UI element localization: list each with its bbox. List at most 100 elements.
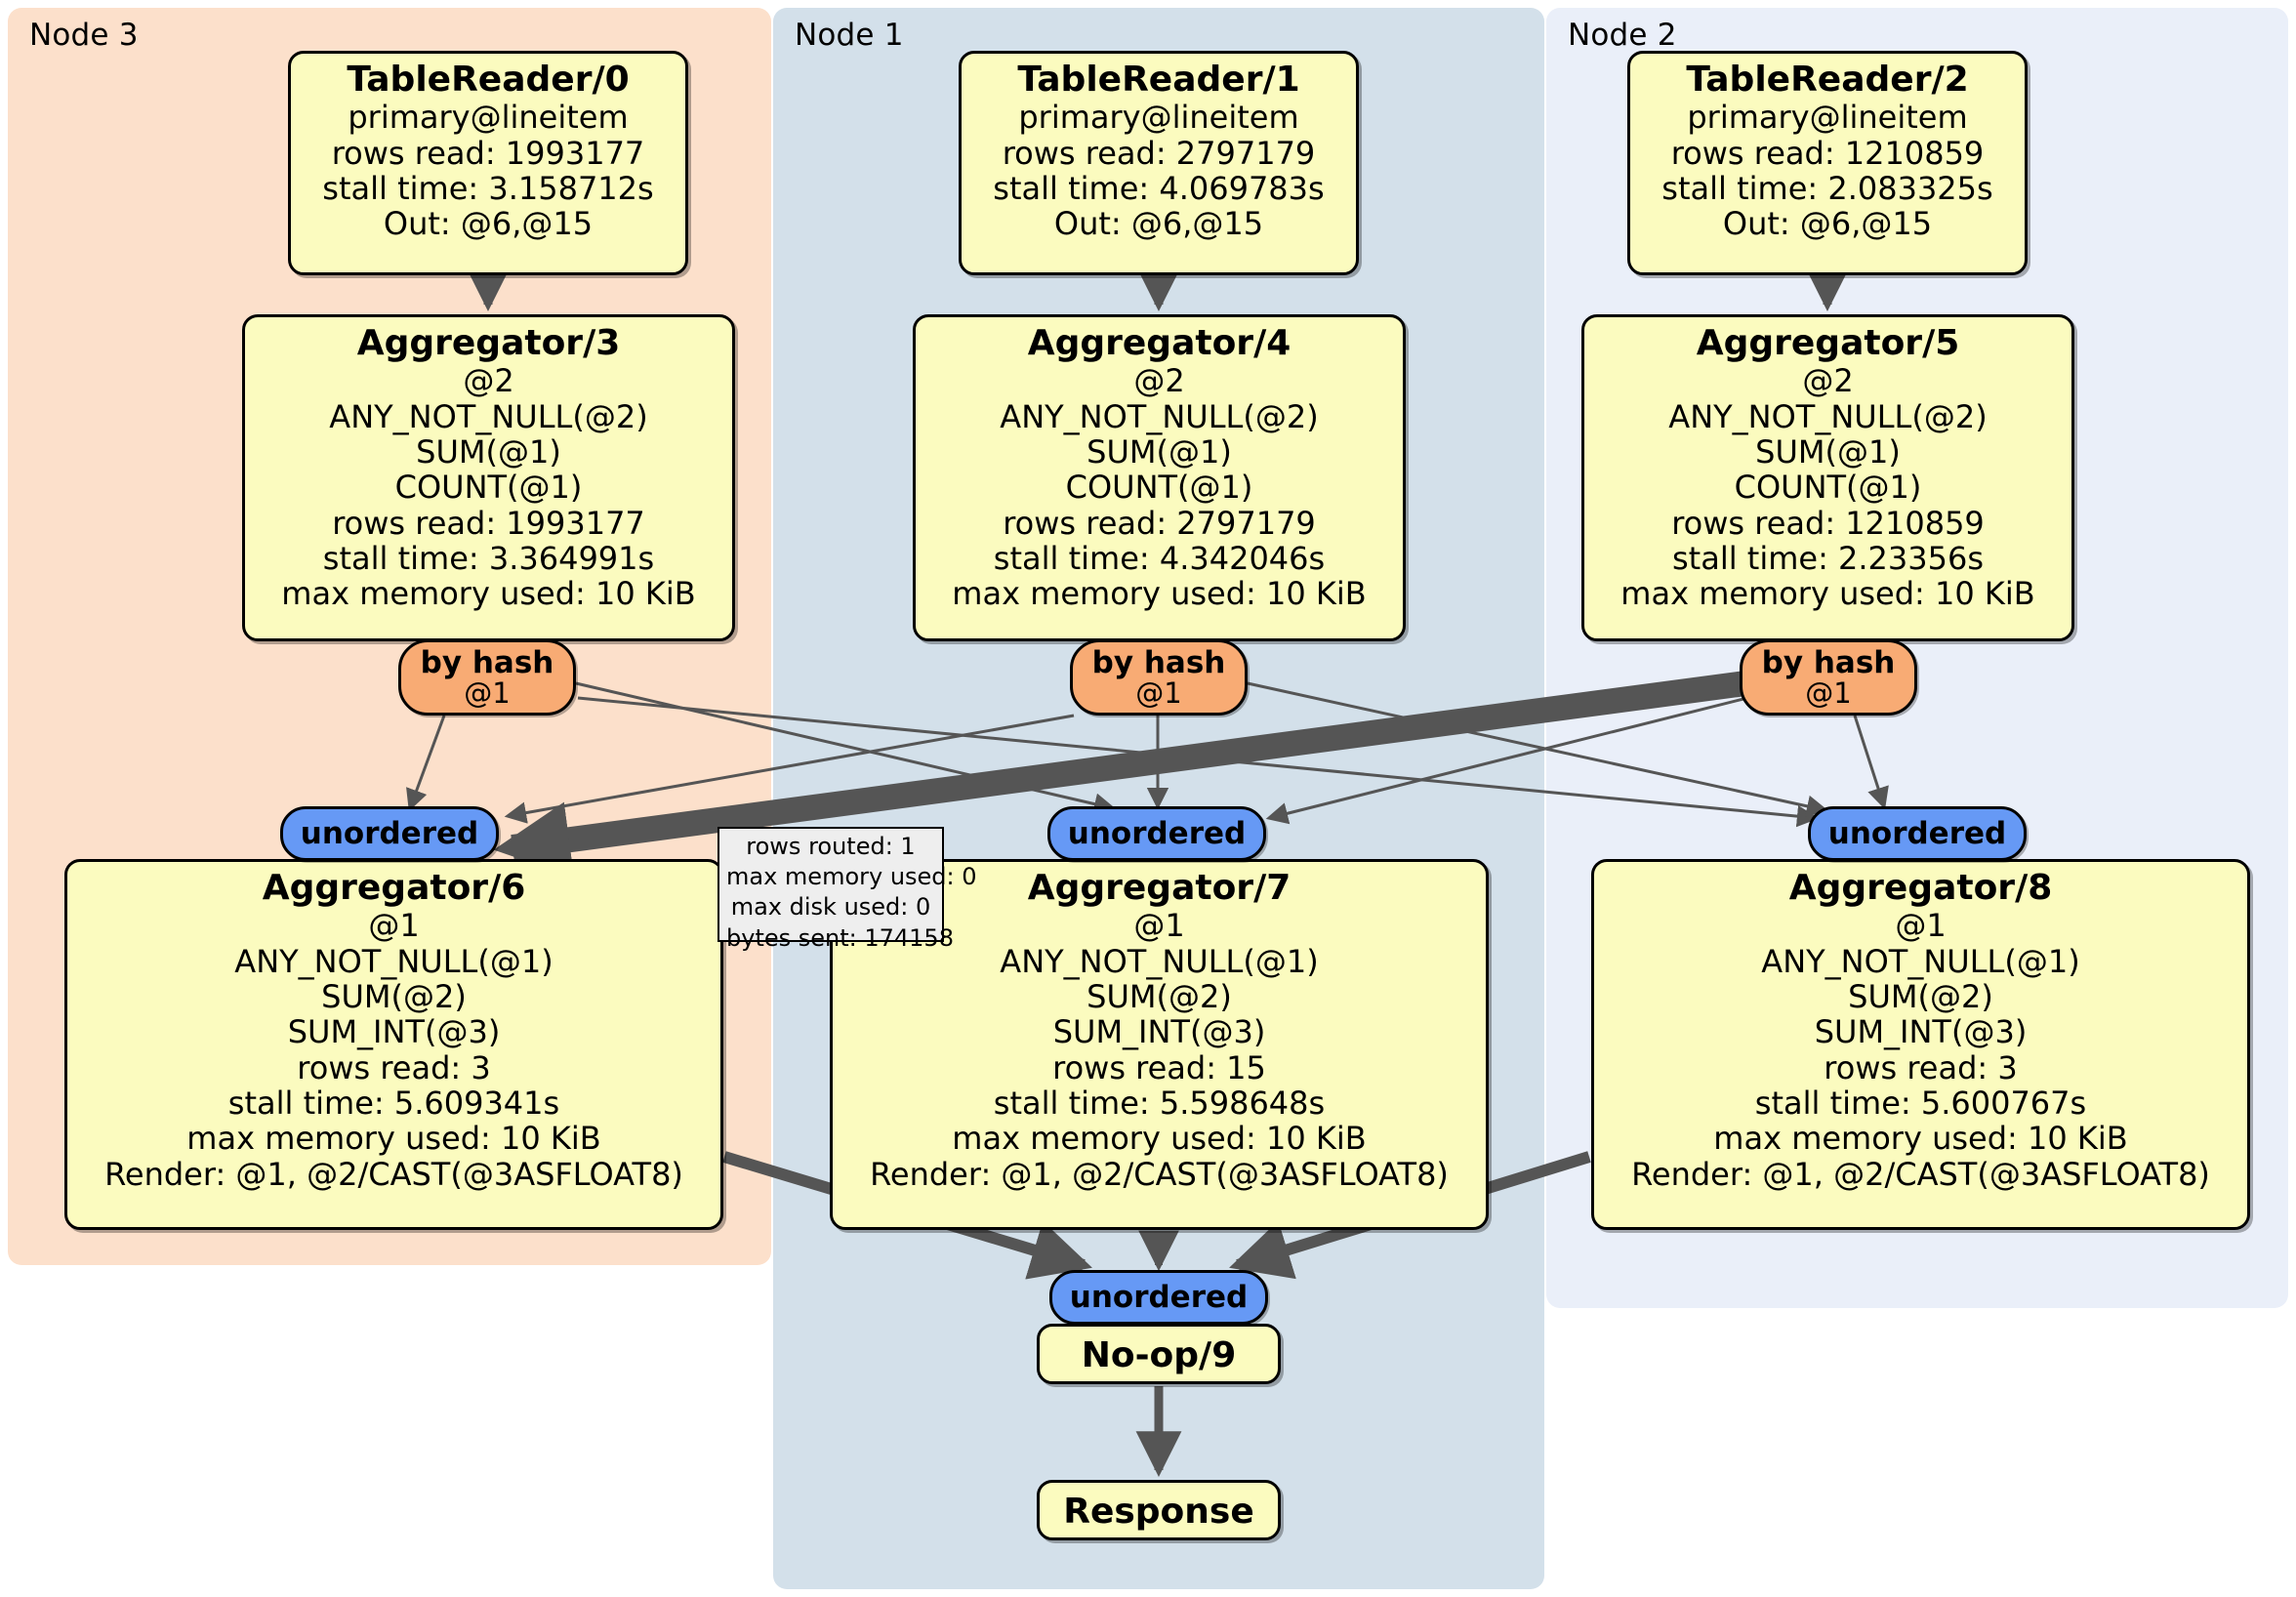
plan-node-line: max memory used: 10 KiB bbox=[1713, 1120, 2128, 1158]
plan-node-line: max memory used: 10 KiB bbox=[952, 1120, 1367, 1158]
pill-sublabel: @1 bbox=[1135, 676, 1182, 711]
plan-node-line: Out: @6,@15 bbox=[1722, 205, 1933, 243]
plan-node-line: ANY_NOT_NULL(@1) bbox=[234, 942, 554, 980]
plan-node-line: max memory used: 10 KiB bbox=[186, 1120, 601, 1158]
plan-node-line: stall time: 2.23356s bbox=[1671, 539, 1985, 577]
plan-node-line: SUM(@1) bbox=[1755, 432, 1901, 471]
stats-tooltip-line: max memory used: 0 bbox=[726, 863, 977, 891]
plan-node-line: primary@lineitem bbox=[1687, 99, 1968, 137]
plan-node-line: @2 bbox=[463, 362, 514, 400]
plan-node-line: stall time: 4.069783s bbox=[993, 169, 1325, 207]
plan-node-line: Render: @1, @2/CAST(@3ASFLOAT8) bbox=[870, 1155, 1449, 1193]
plan-node-line: rows read: 1993177 bbox=[331, 134, 645, 172]
pill-label: unordered bbox=[1069, 1279, 1249, 1315]
plan-node-line: rows read: 1210859 bbox=[1670, 134, 1985, 172]
plan-node-line: rows read: 15 bbox=[1052, 1048, 1266, 1086]
plan-node-line: SUM(@1) bbox=[1086, 432, 1232, 471]
router-by-hash-hash3[interactable]: by hash@1 bbox=[398, 639, 576, 716]
stats-tooltip-line: bytes sent: 174158 bbox=[726, 923, 954, 952]
plan-node-line: stall time: 5.598648s bbox=[993, 1084, 1326, 1122]
plan-node-line: COUNT(@1) bbox=[1734, 469, 1922, 507]
plan-node-line: Render: @1, @2/CAST(@3ASFLOAT8) bbox=[1631, 1155, 2210, 1193]
pill-label: unordered bbox=[1827, 815, 2007, 851]
pill-label: by hash bbox=[1761, 644, 1896, 680]
plan-node-title: Aggregator/6 bbox=[262, 868, 526, 908]
pill-label: by hash bbox=[1091, 644, 1226, 680]
plan-node-line: Render: @1, @2/CAST(@3ASFLOAT8) bbox=[104, 1155, 683, 1193]
pill-label: by hash bbox=[420, 644, 554, 680]
plan-node-line: stall time: 4.342046s bbox=[993, 539, 1326, 577]
plan-node-title: Aggregator/7 bbox=[1027, 868, 1292, 908]
cluster-label-node1: Node 1 bbox=[795, 18, 904, 53]
plan-node-line: ANY_NOT_NULL(@1) bbox=[1000, 942, 1319, 980]
plan-node-response[interactable]: Response bbox=[1037, 1480, 1281, 1540]
plan-node-line: ANY_NOT_NULL(@1) bbox=[1761, 942, 2080, 980]
plan-node-line: max memory used: 10 KiB bbox=[1620, 575, 2035, 613]
pill-label: unordered bbox=[300, 815, 479, 851]
stats-tooltip-line: max disk used: 0 bbox=[730, 893, 931, 921]
router-by-hash-hash4[interactable]: by hash@1 bbox=[1070, 639, 1248, 716]
plan-node-line: ANY_NOT_NULL(@2) bbox=[329, 397, 648, 435]
plan-node-line: Out: @6,@15 bbox=[1053, 205, 1264, 243]
plan-node-line: SUM(@2) bbox=[1848, 977, 1993, 1015]
plan-node-line: rows read: 2797179 bbox=[1002, 134, 1316, 172]
plan-node-title: Response bbox=[1063, 1491, 1254, 1532]
plan-node-line: stall time: 3.364991s bbox=[322, 539, 655, 577]
plan-node-line: rows read: 2797179 bbox=[1003, 504, 1316, 542]
plan-node-line: COUNT(@1) bbox=[1065, 469, 1253, 507]
plan-node-line: rows read: 1993177 bbox=[332, 504, 645, 542]
plan-node-line: stall time: 3.158712s bbox=[322, 169, 654, 207]
synchronizer-unordered-unordered8[interactable]: unordered bbox=[1808, 806, 2027, 861]
synchronizer-unordered-unordered9[interactable]: unordered bbox=[1049, 1270, 1268, 1325]
plan-node-line: @2 bbox=[1802, 362, 1854, 400]
plan-node-title: Aggregator/4 bbox=[1027, 323, 1292, 363]
plan-node-line: stall time: 5.609341s bbox=[227, 1084, 560, 1122]
plan-node-line: SUM(@1) bbox=[416, 432, 561, 471]
plan-node-line: @1 bbox=[1133, 907, 1185, 945]
pill-sublabel: @1 bbox=[464, 676, 511, 711]
synchronizer-unordered-unordered7[interactable]: unordered bbox=[1047, 806, 1266, 861]
plan-node-line: stall time: 2.083325s bbox=[1661, 169, 1993, 207]
cluster-label-node2: Node 2 bbox=[1568, 18, 1677, 53]
plan-node-title: No-op/9 bbox=[1081, 1334, 1237, 1375]
plan-node-line: stall time: 5.600767s bbox=[1754, 1084, 2087, 1122]
plan-node-title: Aggregator/5 bbox=[1696, 323, 1960, 363]
plan-node-title: TableReader/2 bbox=[1686, 60, 1969, 100]
plan-node-line: @1 bbox=[1895, 907, 1947, 945]
plan-node-title: Aggregator/3 bbox=[356, 323, 621, 363]
plan-node-title: TableReader/1 bbox=[1017, 60, 1300, 100]
plan-node-noop9[interactable]: No-op/9 bbox=[1037, 1324, 1281, 1384]
plan-node-line: max memory used: 10 KiB bbox=[952, 575, 1367, 613]
plan-node-line: SUM(@2) bbox=[321, 977, 467, 1015]
plan-node-line: rows read: 1210859 bbox=[1671, 504, 1985, 542]
plan-node-line: @2 bbox=[1133, 362, 1185, 400]
plan-node-line: rows read: 3 bbox=[297, 1048, 491, 1086]
plan-node-line: max memory used: 10 KiB bbox=[281, 575, 696, 613]
cluster-label-node3: Node 3 bbox=[29, 18, 139, 53]
plan-node-line: COUNT(@1) bbox=[394, 469, 583, 507]
pill-label: unordered bbox=[1067, 815, 1247, 851]
plan-node-line: Out: @6,@15 bbox=[383, 205, 594, 243]
plan-node-line: SUM_INT(@3) bbox=[1052, 1013, 1266, 1051]
plan-node-line: rows read: 3 bbox=[1824, 1048, 2018, 1086]
router-by-hash-hash5[interactable]: by hash@1 bbox=[1740, 639, 1917, 716]
plan-node-line: SUM(@2) bbox=[1086, 977, 1232, 1015]
plan-node-line: ANY_NOT_NULL(@2) bbox=[1000, 397, 1319, 435]
plan-node-line: @1 bbox=[368, 907, 420, 945]
synchronizer-unordered-unordered6[interactable]: unordered bbox=[280, 806, 499, 861]
stats-tooltip-line: rows routed: 1 bbox=[746, 833, 916, 860]
plan-node-line: ANY_NOT_NULL(@2) bbox=[1668, 397, 1988, 435]
plan-node-line: SUM_INT(@3) bbox=[1814, 1013, 2028, 1051]
plan-node-line: primary@lineitem bbox=[1018, 99, 1299, 137]
